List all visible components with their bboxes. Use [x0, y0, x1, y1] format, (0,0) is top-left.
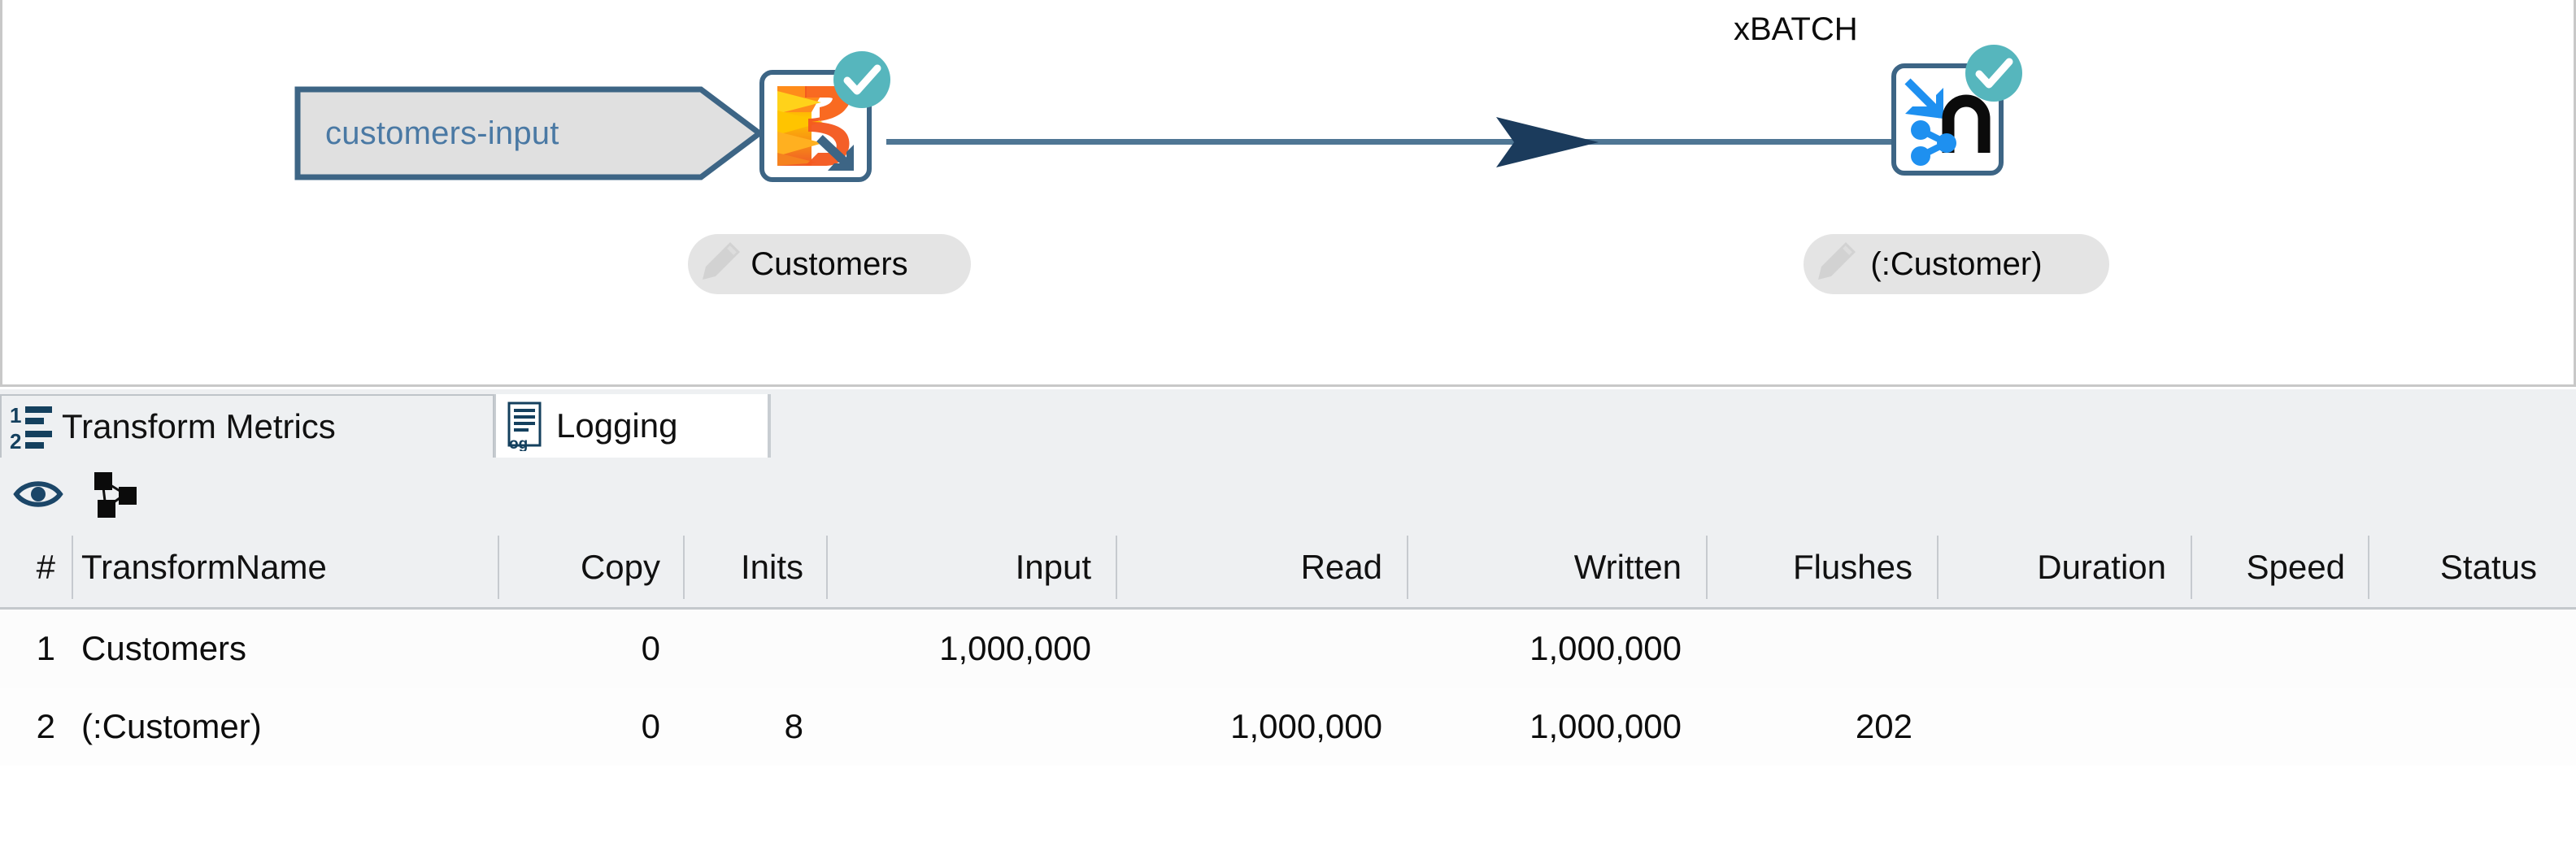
- column-header-written[interactable]: Written: [1573, 548, 1682, 586]
- transform-metrics-table[interactable]: # TransformName Copy Inits Input Read Wr…: [0, 527, 2576, 855]
- metrics-toolbar: [0, 458, 2576, 527]
- cell-name: (:Customer): [81, 707, 262, 745]
- table-row[interactable]: 2 (:Customer) 0 8 1,000,000 1,000,000 20…: [0, 688, 2576, 766]
- pencil-icon: [699, 239, 743, 283]
- table-body: 1 Customers 0 1,000,000 1,000,000 2 (:Cu…: [0, 610, 2576, 766]
- transform-label-text: (:Customer): [1870, 245, 2043, 282]
- cell-duration: [1937, 610, 2179, 688]
- cell-status: [2368, 688, 2555, 766]
- bottom-tab-bar: 1 2 Transform Metrics og: [0, 389, 2576, 458]
- input-file-label: customers-input: [325, 115, 559, 151]
- cell-num: 2: [36, 707, 55, 745]
- column-resize-handle[interactable]: [1706, 536, 1708, 599]
- check-circle-icon: [828, 46, 896, 114]
- cell-copy: 0: [641, 707, 660, 745]
- cell-flushes: [1706, 610, 1925, 688]
- tab-label: Transform Metrics: [62, 407, 336, 445]
- cell-inits: [683, 610, 815, 688]
- svg-text:og: og: [509, 436, 528, 451]
- svg-text:1: 1: [10, 403, 21, 428]
- transform-node-customer-output[interactable]: [1886, 45, 2022, 180]
- column-resize-handle[interactable]: [72, 536, 73, 599]
- cell-written: 1,000,000: [1530, 629, 1682, 667]
- check-circle-icon: [1960, 39, 2028, 107]
- numbered-list-icon: 1 2: [10, 401, 55, 452]
- transform-node-title-xbatch: xBATCH: [1734, 11, 1858, 47]
- column-resize-handle[interactable]: [2368, 536, 2369, 599]
- tab-label: Logging: [556, 406, 678, 445]
- cell-inits: 8: [784, 707, 803, 745]
- column-header-inits[interactable]: Inits: [740, 548, 803, 586]
- transform-node-label-customers[interactable]: Customers: [688, 234, 971, 294]
- column-header-name[interactable]: TransformName: [81, 548, 327, 586]
- column-resize-handle[interactable]: [2191, 536, 2192, 599]
- column-resize-handle[interactable]: [826, 536, 828, 599]
- column-resize-handle[interactable]: [683, 536, 685, 599]
- column-header-read[interactable]: Read: [1300, 548, 1382, 586]
- pipeline-canvas[interactable]: customers-input: [0, 0, 2576, 387]
- cell-duration: [1937, 688, 2179, 766]
- column-header-flushes[interactable]: Flushes: [1792, 548, 1912, 586]
- column-resize-handle[interactable]: [1407, 536, 1408, 599]
- table-header-row: # TransformName Copy Inits Input Read Wr…: [0, 527, 2576, 610]
- cell-num: 1: [36, 629, 55, 667]
- column-resize-handle[interactable]: [1937, 536, 1939, 599]
- cell-copy: 0: [641, 629, 660, 667]
- column-resize-handle[interactable]: [1116, 536, 1117, 599]
- column-header-num[interactable]: #: [36, 548, 55, 586]
- table-row[interactable]: 1 Customers 0 1,000,000 1,000,000: [0, 610, 2576, 688]
- pencil-icon: [1815, 239, 1859, 283]
- cell-input: 1,000,000: [939, 629, 1091, 667]
- transform-label-text: Customers: [751, 245, 908, 282]
- cell-read: 1,000,000: [1230, 707, 1382, 745]
- cell-speed: [2191, 610, 2356, 688]
- column-header-duration[interactable]: Duration: [2037, 548, 2166, 586]
- transform-node-customers[interactable]: [755, 51, 890, 187]
- column-header-speed[interactable]: Speed: [2246, 548, 2345, 586]
- cell-flushes: 202: [1855, 707, 1912, 745]
- cell-name: Customers: [81, 629, 247, 667]
- input-file-shape[interactable]: customers-input: [294, 85, 763, 182]
- hop-connection-line[interactable]: [886, 139, 1919, 145]
- cell-status: [2368, 610, 2555, 688]
- cell-read: [1116, 610, 1395, 688]
- graph-network-icon[interactable]: [88, 469, 138, 519]
- preview-icon[interactable]: [13, 469, 63, 519]
- cell-written: 1,000,000: [1530, 707, 1682, 745]
- svg-text:2: 2: [10, 429, 21, 452]
- apache-beam-io-icon: [764, 75, 867, 177]
- column-header-status[interactable]: Status: [2439, 548, 2537, 586]
- column-header-input[interactable]: Input: [1015, 548, 1091, 586]
- column-resize-handle[interactable]: [498, 536, 499, 599]
- log-document-icon: og: [504, 401, 550, 451]
- tab-divider: [769, 394, 771, 458]
- tab-logging[interactable]: og Logging: [494, 394, 769, 458]
- tab-transform-metrics[interactable]: 1 2 Transform Metrics: [0, 394, 494, 458]
- neo4j-graph-output-icon: [1896, 68, 1999, 171]
- column-header-copy[interactable]: Copy: [580, 548, 660, 586]
- canvas-left-border: [0, 0, 2, 384]
- cell-input: [826, 688, 1104, 766]
- cell-speed: [2191, 688, 2356, 766]
- transform-node-label-customer-output[interactable]: (:Customer): [1804, 234, 2109, 294]
